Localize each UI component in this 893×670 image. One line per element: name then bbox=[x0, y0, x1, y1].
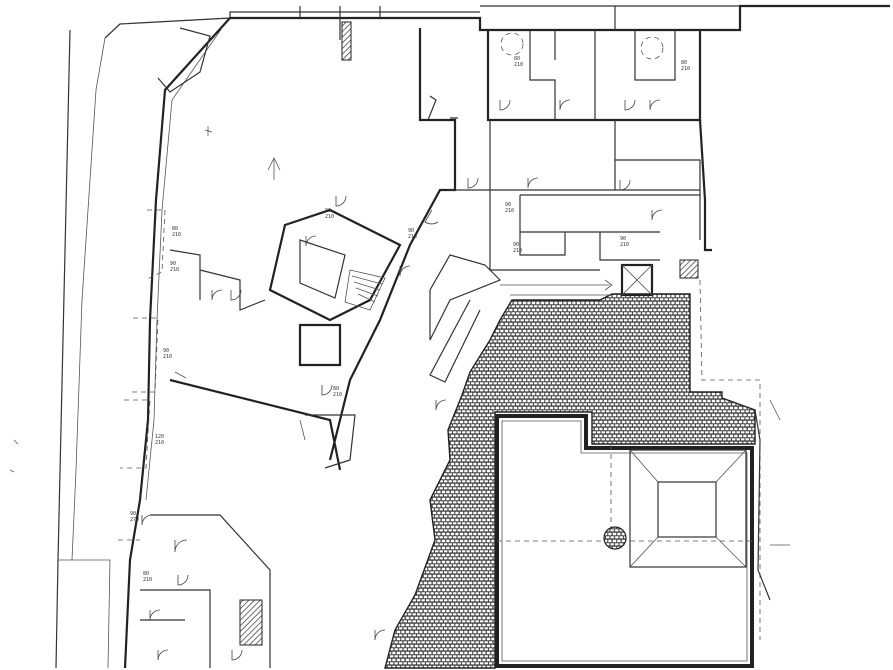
room-labels: 90 210 90 210 80 210 80 210 90 210 80 21… bbox=[130, 56, 690, 583]
room-label-r4: 80 bbox=[681, 60, 687, 66]
svg-text:210: 210 bbox=[620, 242, 629, 248]
room-label-r2: 90 bbox=[513, 242, 519, 248]
inner-roof-block-edge bbox=[501, 420, 748, 662]
svg-text:210: 210 bbox=[143, 577, 152, 583]
svg-text:270: 270 bbox=[130, 517, 139, 523]
room-label-r5: 90 bbox=[620, 236, 626, 242]
svg-text:210: 210 bbox=[505, 208, 514, 214]
west-interior bbox=[140, 249, 356, 668]
room-label-r14: 80 bbox=[143, 571, 149, 577]
door-swings bbox=[141, 99, 663, 661]
room-label-r10: 90 bbox=[325, 208, 331, 214]
stair-icon bbox=[344, 269, 386, 311]
ramp bbox=[429, 254, 613, 383]
svg-text:210: 210 bbox=[514, 62, 523, 68]
north-arrow-icon bbox=[267, 157, 281, 180]
svg-text:210: 210 bbox=[163, 354, 172, 360]
room-label-r13: 90 bbox=[130, 511, 136, 517]
room-label-r8: 90 bbox=[163, 348, 169, 354]
west-wing-wall bbox=[123, 17, 231, 669]
room-label-r12: 80 bbox=[333, 386, 339, 392]
svg-text:210: 210 bbox=[333, 392, 342, 398]
room-label-r11: 90 bbox=[408, 228, 414, 234]
svg-text:210: 210 bbox=[681, 66, 690, 72]
property-boundary bbox=[55, 11, 480, 669]
room-label-r1: 90 bbox=[505, 202, 511, 208]
room-label-r7: 90 bbox=[170, 261, 176, 267]
svg-text:210: 210 bbox=[155, 440, 164, 446]
roof-pyramid-icon bbox=[629, 449, 747, 568]
west-bay-windows bbox=[118, 27, 211, 541]
svg-text:210: 210 bbox=[325, 214, 334, 220]
central-corridor-wall bbox=[328, 28, 457, 461]
east-rooms bbox=[486, 30, 712, 261]
room-label-r6: 80 bbox=[172, 226, 178, 232]
stair-core bbox=[268, 208, 402, 367]
svg-text:210: 210 bbox=[513, 248, 522, 254]
lift-shaft bbox=[620, 259, 699, 297]
round-column-icon bbox=[603, 526, 627, 550]
svg-text:210: 210 bbox=[172, 232, 181, 238]
svg-text:210: 210 bbox=[170, 267, 179, 273]
svg-text:210: 210 bbox=[408, 234, 417, 240]
room-label-r9: 120 bbox=[155, 434, 164, 440]
room-label-r3: 80 bbox=[514, 56, 520, 62]
